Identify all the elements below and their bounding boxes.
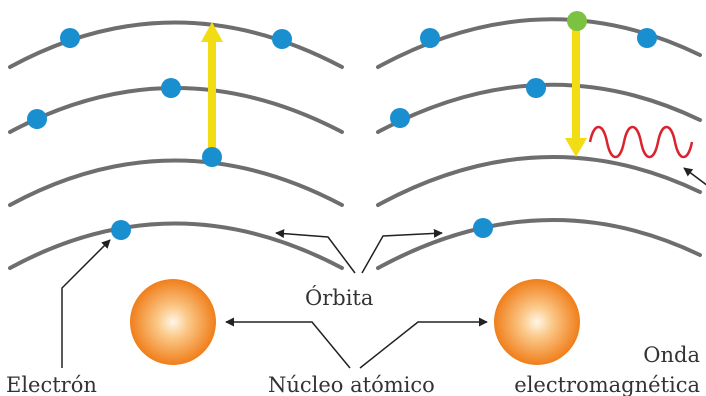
electron [473,218,493,238]
wave-label-line1: Onda [643,343,700,367]
right-arrow-head [565,138,587,157]
right-transition-arrow [565,25,587,157]
electron [390,108,410,128]
left-nucleus [130,279,216,365]
electron-pointer [62,240,110,368]
left-orbit-0 [10,224,342,269]
nucleus-pointer-right [360,322,487,368]
electron [111,220,131,240]
right-atom-orbits [378,19,700,268]
nucleus-label: Núcleo atómico [268,373,435,396]
left-orbit-1 [10,161,342,206]
electron [272,29,292,49]
orbit-label: Órbita [305,285,373,310]
electron-label: Electrón [6,373,97,396]
electron [161,78,181,98]
right-nucleus [494,279,580,365]
right-orbit-1 [378,157,700,205]
right-electrons [390,11,657,238]
left-atom-orbits [10,23,342,269]
electron [27,109,47,129]
electron [637,28,657,48]
electron [420,28,440,48]
electron [526,78,546,98]
orbit-pointer-right [362,233,442,273]
left-arrow-shaft [208,42,216,156]
electron [202,147,222,167]
left-orbit-3 [10,23,342,68]
wave-pointer [684,168,706,186]
right-arrow-shaft [572,25,580,141]
right-orbit-0 [378,220,700,268]
wave-label-line2: electromagnética [514,373,700,396]
electromagnetic-wave [590,127,692,157]
left-electrons [27,28,292,240]
nucleus-pointer-left [226,322,350,368]
excited-electron [567,11,587,31]
electron [60,28,80,48]
